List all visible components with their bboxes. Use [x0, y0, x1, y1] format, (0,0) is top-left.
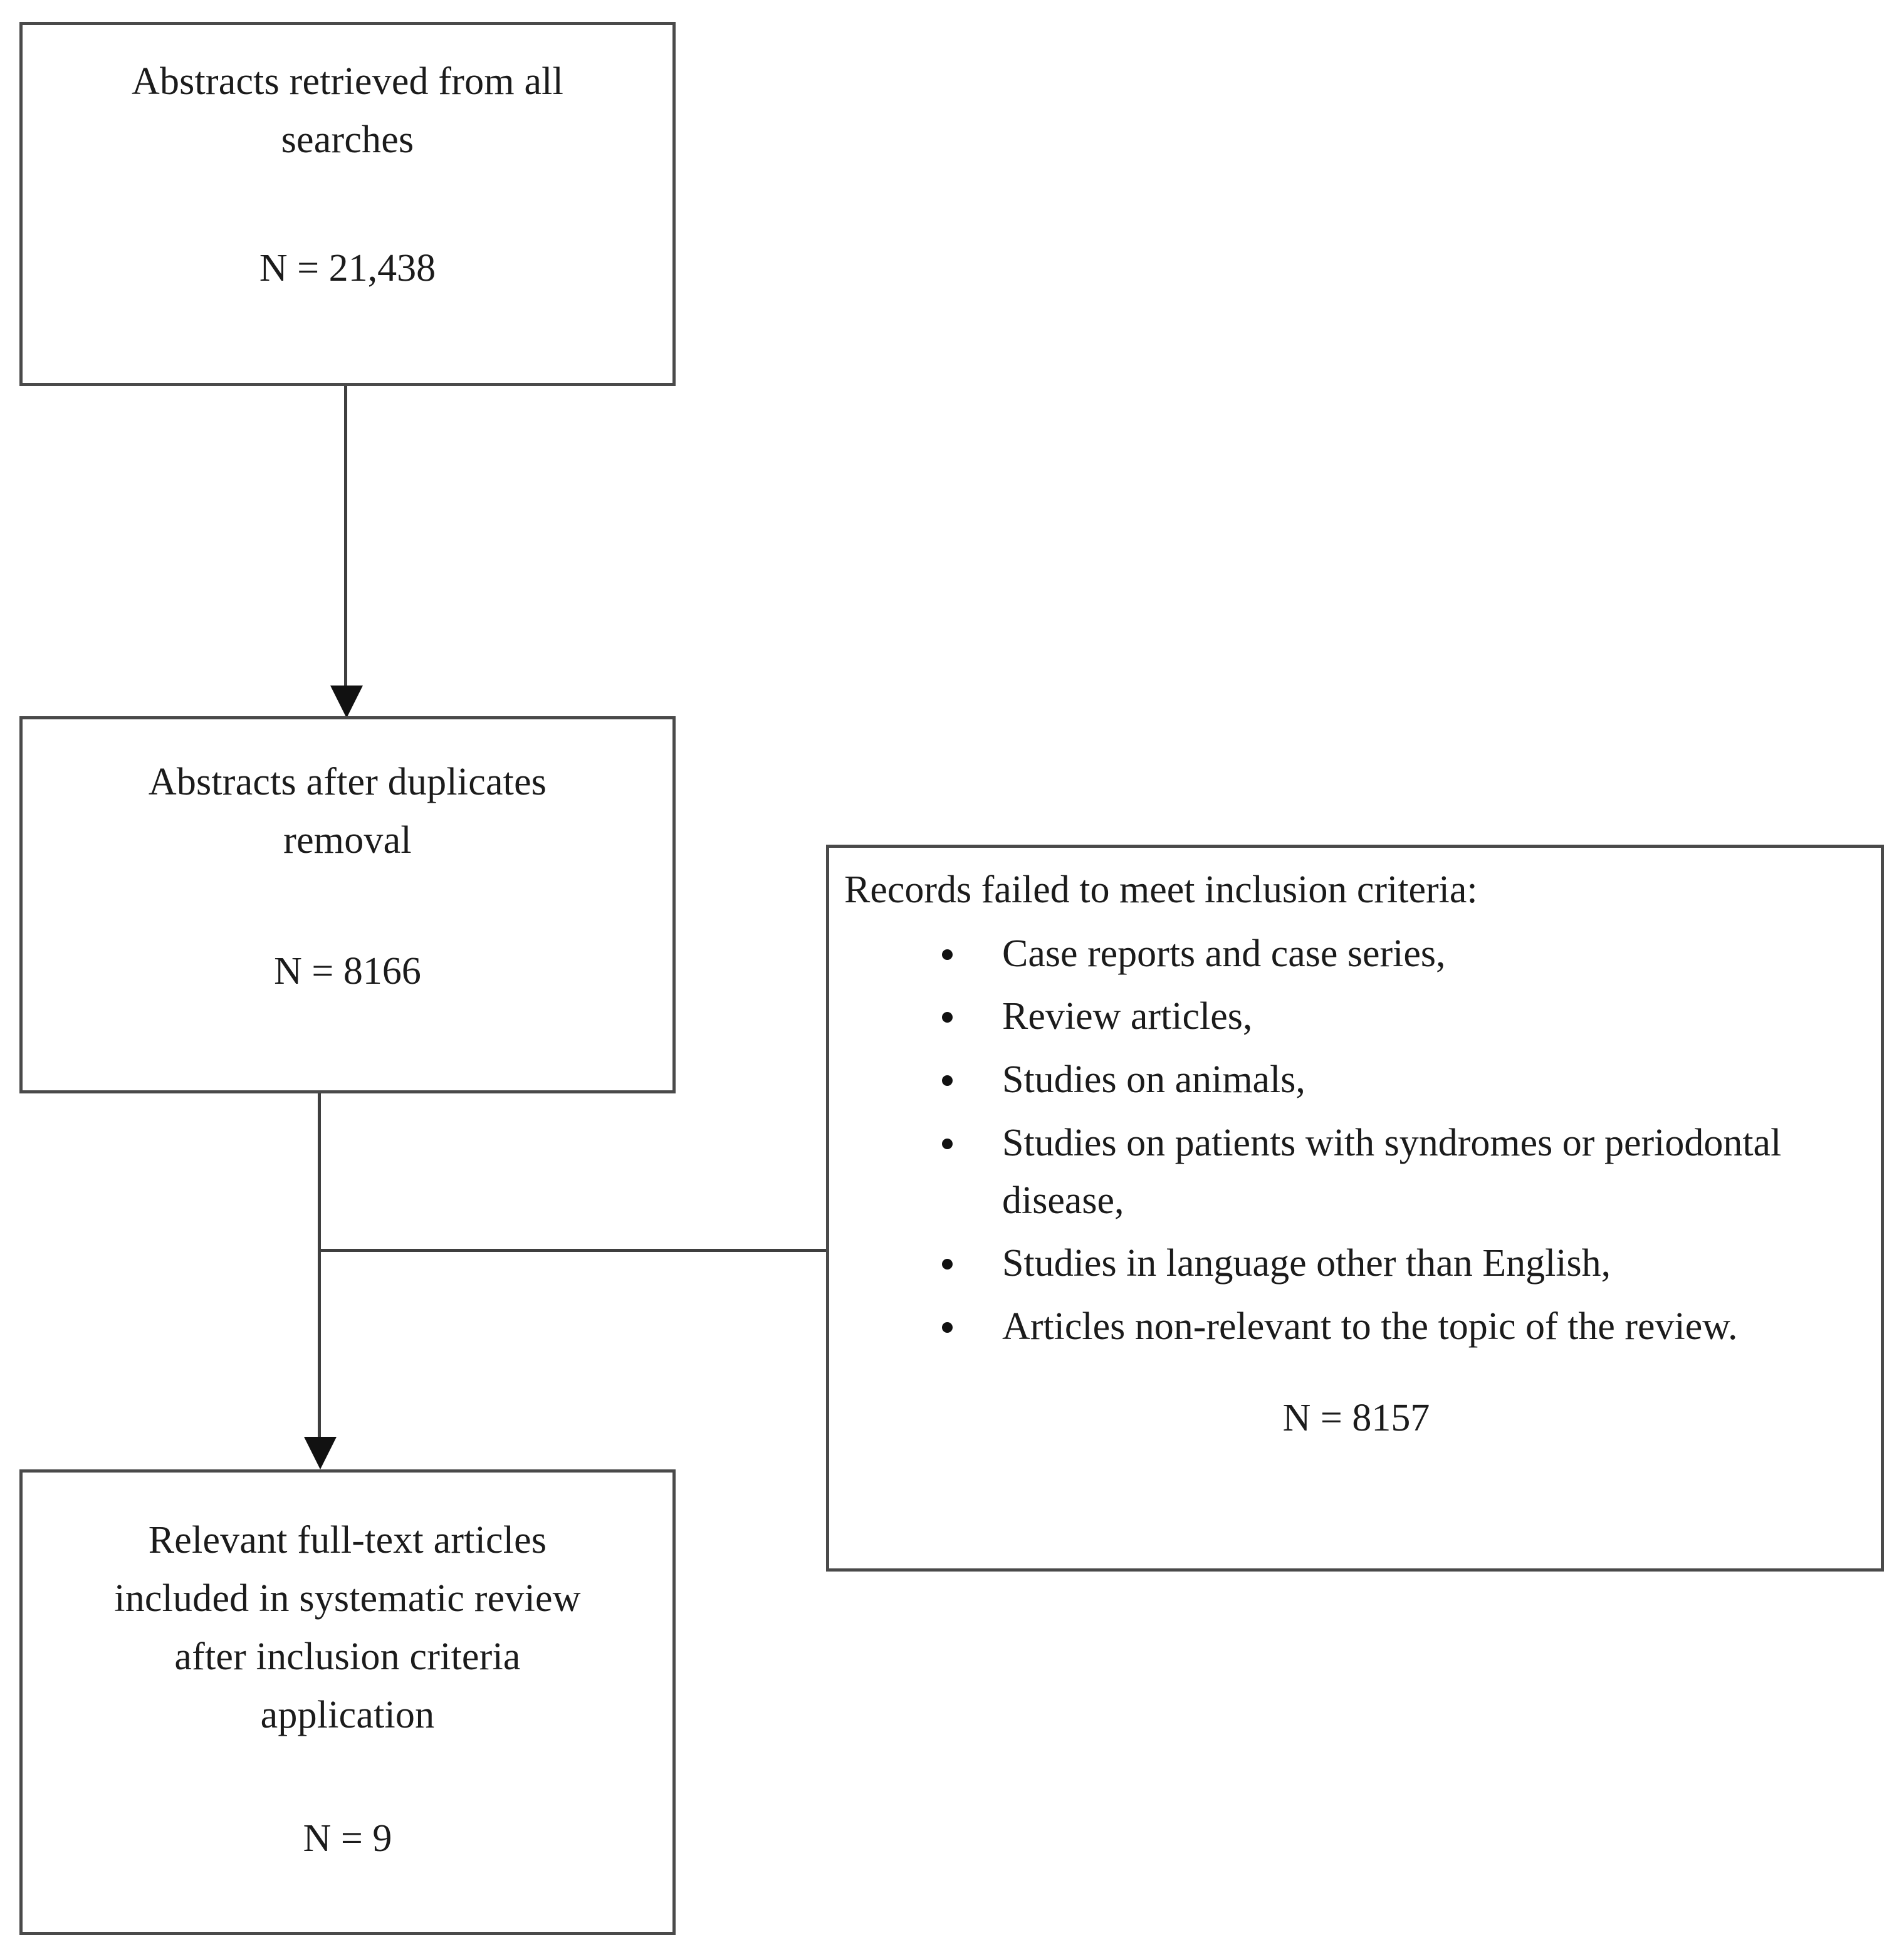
bullet-icon — [942, 1138, 953, 1149]
node-articles-included: Relevant full-text articles included in … — [19, 1469, 676, 1935]
list-item: Articles non-relevant to the topic of th… — [844, 1298, 1868, 1356]
bullet-icon — [942, 1259, 953, 1270]
arrow-down-icon-deduped — [330, 686, 363, 718]
node-abstracts-after-duplicates-count: N = 8166 — [274, 950, 421, 993]
list-item-label: Articles non-relevant to the topic of th… — [1002, 1305, 1738, 1348]
bullet-icon — [942, 1012, 953, 1023]
bullet-icon — [942, 1075, 953, 1087]
list-item-label: Studies on patients with syndromes or pe… — [1002, 1121, 1782, 1222]
node-abstracts-retrieved-title: Abstracts retrieved from all searches — [131, 60, 564, 161]
list-item-label: Case reports and case series, — [1002, 932, 1446, 975]
exclusion-criteria-list: Case reports and case series, Review art… — [844, 925, 1868, 1356]
node-abstracts-after-duplicates: Abstracts after duplicates removal N = 8… — [19, 716, 676, 1093]
node-records-excluded-heading: Records failed to meet inclusion criteri… — [844, 868, 1478, 911]
arrow-down-icon-included — [304, 1437, 337, 1469]
node-articles-included-count: N = 9 — [303, 1817, 392, 1860]
bullet-icon — [942, 949, 953, 960]
list-item-label: Studies on animals, — [1002, 1058, 1305, 1102]
list-item: Studies on animals, — [844, 1051, 1868, 1109]
list-item: Review articles, — [844, 988, 1868, 1046]
connector-deduped-to-included — [318, 1093, 321, 1441]
node-records-excluded: Records failed to meet inclusion criteri… — [826, 845, 1884, 1572]
connector-retrieved-to-deduped — [344, 386, 347, 697]
node-abstracts-retrieved-count: N = 21,438 — [259, 247, 436, 289]
node-records-excluded-count: N = 8157 — [1282, 1396, 1430, 1439]
connector-branch-to-excluded — [318, 1249, 829, 1252]
list-item-label: Studies in language other than English, — [1002, 1242, 1611, 1285]
list-item: Case reports and case series, — [844, 925, 1868, 983]
list-item-label: Review articles, — [1002, 995, 1253, 1038]
bullet-icon — [942, 1322, 953, 1333]
list-item: Studies in language other than English, — [844, 1235, 1868, 1293]
node-abstracts-retrieved: Abstracts retrieved from all searches N … — [19, 22, 676, 386]
list-item: Studies on patients with syndromes or pe… — [844, 1115, 1868, 1230]
node-abstracts-after-duplicates-title: Abstracts after duplicates removal — [148, 761, 547, 862]
node-articles-included-title: Relevant full-text articles included in … — [114, 1519, 581, 1736]
